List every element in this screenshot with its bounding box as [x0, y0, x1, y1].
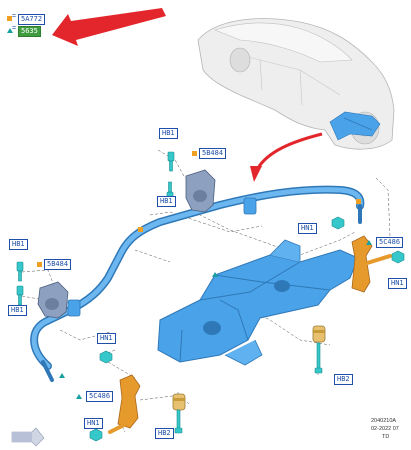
callout-5b484: 5B484 — [199, 148, 227, 159]
callout-5b484: 5B484 — [44, 259, 72, 270]
legend-triangle-marker — [7, 28, 13, 33]
legend-tag-5a772: 5A772 — [18, 14, 46, 25]
orientation-arrow — [11, 427, 45, 447]
callout-5c486: 5C486 — [86, 391, 114, 402]
callout-hb1: HB1 — [8, 305, 27, 316]
callout-hn1: HN1 — [97, 333, 116, 344]
stabilizer-bar — [30, 185, 365, 382]
stabilizer-link-left — [108, 374, 141, 434]
stabilizer-bushing-right — [185, 169, 216, 213]
stabilizer-bushing-left — [37, 281, 69, 319]
callout-hn1: HN1 — [298, 223, 317, 234]
part-markers — [59, 199, 361, 378]
callout-5c486-marker — [76, 394, 82, 399]
stabilizer-link-right — [351, 235, 392, 293]
pointer-arrow — [52, 8, 166, 46]
legend-equals-2: = — [12, 25, 17, 32]
callout-hb2: HB2 — [334, 374, 353, 385]
drawing-code: 2040210A — [371, 418, 397, 424]
legend-equals-1: = — [12, 13, 17, 20]
callout-5b484-marker — [37, 262, 42, 267]
detail-arrow — [250, 132, 323, 182]
callout-hb1: HB1 — [9, 239, 28, 250]
callout-hb1: HB1 — [157, 196, 176, 207]
callout-hn1: HN1 — [388, 278, 407, 289]
subframe-bushing-bottom — [172, 393, 186, 411]
subframe-bushing-right — [312, 325, 326, 343]
callout-5b484-marker — [192, 151, 197, 156]
drawing-date: 02-2022 07 — [371, 426, 399, 432]
rear-subframe — [157, 239, 359, 366]
legend-square-marker — [7, 16, 12, 21]
callout-5c486: 5C486 — [376, 237, 404, 248]
vehicle-subframe-highlight — [329, 111, 381, 141]
callout-hb2: HB2 — [155, 428, 174, 439]
drawing-td: TD — [382, 434, 390, 440]
callout-hn1: HN1 — [84, 418, 103, 429]
callout-hb1: HB1 — [159, 128, 178, 139]
legend-tag-5635: 5635 — [18, 26, 41, 37]
callout-5c486-marker — [366, 240, 372, 245]
